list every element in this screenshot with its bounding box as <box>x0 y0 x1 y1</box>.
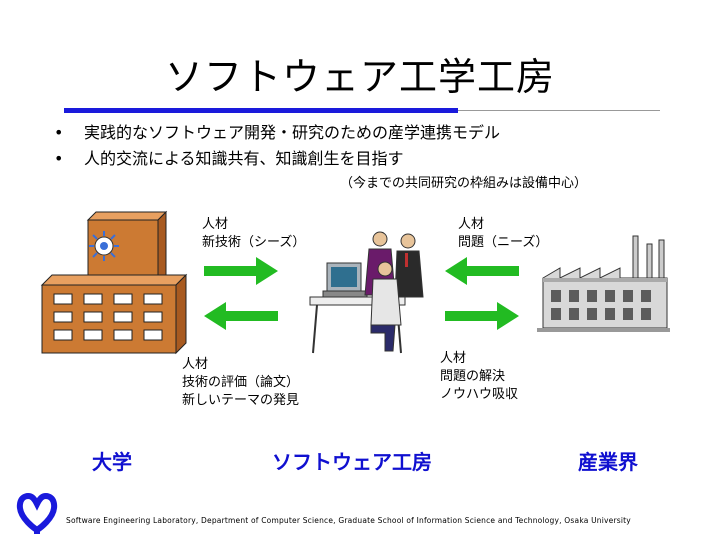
entity-industry: 産業界 <box>578 450 638 474</box>
label-lab-to-univ: 人材 技術の評価（論文） 新しいテーマの発見 <box>182 357 300 408</box>
bullet-item: •実践的なソフトウェア開発・研究のための産学連携モデル <box>54 123 501 142</box>
university-building-icon <box>40 210 188 355</box>
page-title: ソフトウェア工学工房 <box>164 55 555 99</box>
label-industry-to-lab: 人材 問題（ニーズ） <box>458 217 549 250</box>
arrow-lab-to-univ <box>204 302 278 330</box>
osaka-university-logo-icon <box>16 493 58 534</box>
bullet-item: •人的交流による知識共有、知識創生を目指す <box>54 149 404 168</box>
arrow-industry-to-lab <box>445 257 519 285</box>
arrow-lab-to-industry <box>445 302 519 330</box>
footer-text: Software Engineering Laboratory, Departm… <box>66 516 631 525</box>
arrow-univ-to-lab <box>204 257 278 285</box>
label-univ-to-lab: 人材 新技術（シーズ） <box>202 217 306 250</box>
title-underline <box>64 108 458 113</box>
note-text: （今までの共同研究の枠組みは設備中心） <box>340 176 588 191</box>
entity-lab: ソフトウェア工房 <box>272 450 432 474</box>
entity-university: 大学 <box>92 450 132 474</box>
label-lab-to-industry: 人材 問題の解決 ノウハウ吸収 <box>440 351 519 402</box>
bullet-list: •実践的なソフトウェア開発・研究のための産学連携モデル •人的交流による知識共有… <box>54 120 500 172</box>
office-workers-icon <box>309 231 424 354</box>
factory-icon <box>537 235 670 332</box>
title-underline-thin <box>458 110 660 111</box>
